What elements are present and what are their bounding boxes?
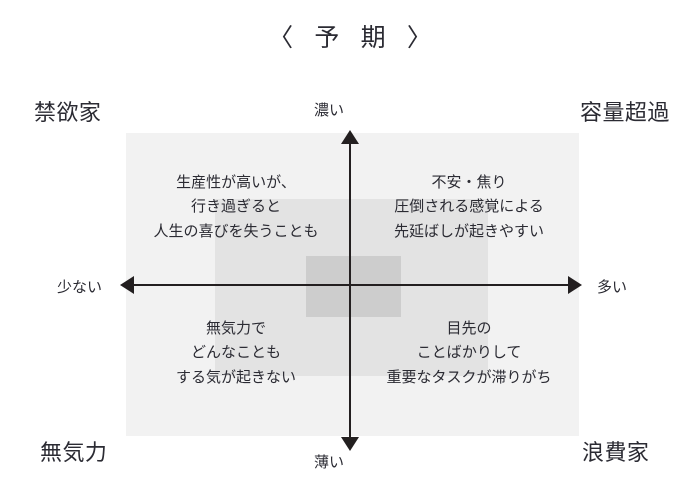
corner-label-bottom-left: 無気力 xyxy=(40,440,108,465)
arrow-right-icon xyxy=(568,276,582,294)
corner-label-top-left: 禁欲家 xyxy=(34,100,102,125)
axis-label-bottom: 薄い xyxy=(313,454,344,471)
axis-label-left: 少ない xyxy=(57,279,103,296)
quadrant-text-bottom-left: 無気力で どんなことも する気が起きない xyxy=(175,320,296,386)
axis-label-right: 多い xyxy=(597,279,628,296)
vertical-axis-line xyxy=(349,140,351,440)
page-title: 〈 予 期 〉 xyxy=(268,25,440,52)
horizontal-axis-line xyxy=(132,284,568,286)
arrow-down-icon xyxy=(341,437,359,451)
density-band-core xyxy=(306,256,401,317)
corner-label-bottom-right: 浪費家 xyxy=(582,440,650,465)
axis-label-top: 濃い xyxy=(313,102,344,119)
quadrant-text-bottom-right: 目先の ことばかりして 重要なタスクが滞りがち xyxy=(386,320,552,386)
quadrant-text-top-right: 不安・焦り 圧倒される感覚による 先延ばしが起きやすい xyxy=(393,174,544,240)
corner-label-top-right: 容量超過 xyxy=(580,100,670,125)
quadrant-text-top-left: 生産性が高いが、 行き過ぎると 人生の喜びを失うことも xyxy=(153,174,319,240)
arrow-up-icon xyxy=(341,130,359,144)
arrow-left-icon xyxy=(120,276,134,294)
